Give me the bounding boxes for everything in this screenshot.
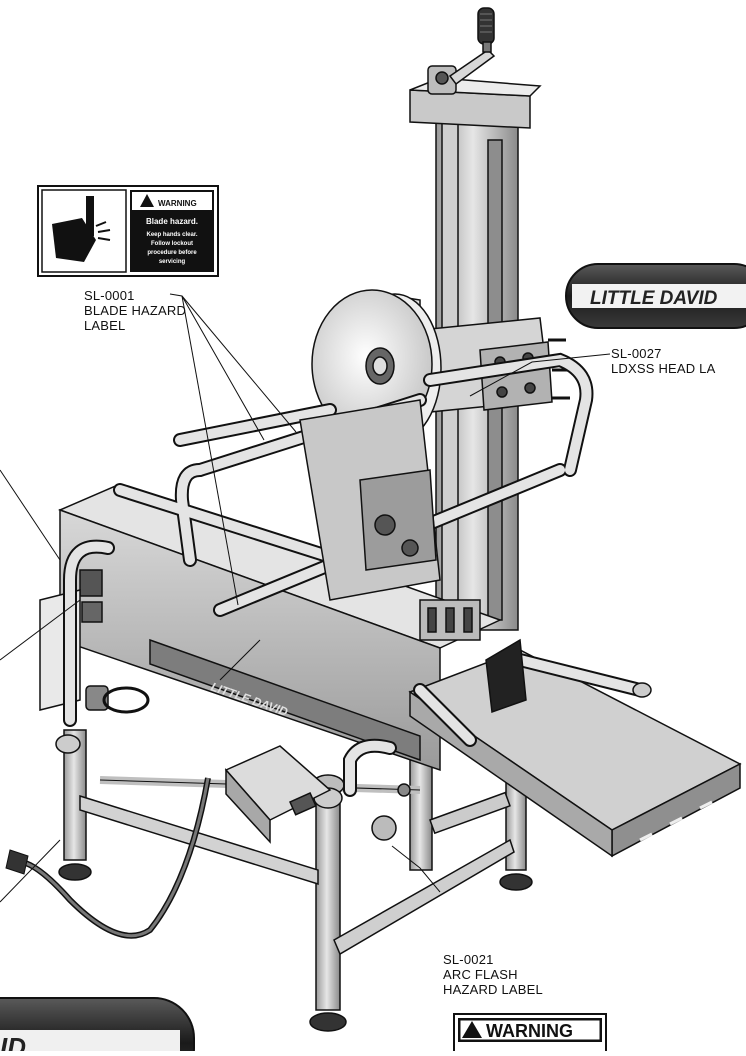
small-warning-line4: servicing — [159, 259, 186, 265]
badge-fragment-text: ID — [0, 1032, 26, 1051]
callout-sl0001-line1: BLADE HAZARD — [84, 303, 187, 318]
callout-sl0001: SL-0001 BLADE HAZARD LABEL — [84, 288, 186, 333]
callout-sl0027-line1: LDXSS HEAD LA — [611, 361, 716, 376]
power-plug — [5, 849, 29, 875]
small-warning-line3: procedure before — [147, 250, 197, 256]
applicator-head — [299, 399, 527, 714]
conveyor-body: LITTLE DAVID — [39, 483, 502, 772]
cable-coil — [102, 686, 150, 714]
callout-sl0027-part: SL-0027 — [611, 346, 662, 361]
machine-frame — [58, 719, 533, 1032]
blade-hazard-warning-label: WARNING Blade hazard. Keep hands clear. … — [37, 185, 219, 277]
arc-flash-warning-label: WARNING — [453, 1013, 607, 1055]
callout-sl0021: SL-0021 ARC FLASH HAZARD LABEL — [443, 952, 543, 997]
callout-sl0001-line2: LABEL — [84, 318, 126, 333]
badge-brand-text: LITTLE DAVID — [590, 288, 718, 309]
leader-lines — [0, 293, 611, 903]
little-david-badge: LITTLE DAVID — [565, 263, 746, 329]
small-warning-line1: Keep hands clear. — [146, 232, 197, 238]
large-warning-header: WARNING — [486, 1021, 573, 1041]
warning-triangle-icon-large — [462, 1021, 482, 1038]
crank-handle — [427, 7, 496, 95]
small-warning-header: WARNING — [158, 199, 197, 208]
hand-blade-icon — [52, 196, 111, 262]
callout-sl0021-part: SL-0021 — [443, 952, 494, 967]
callout-sl0021-line1: ARC FLASH — [443, 967, 518, 982]
warning-triangle-icon — [140, 194, 154, 207]
control-box — [224, 745, 411, 844]
brand-badge-fragment: ID — [0, 997, 195, 1056]
small-warning-line2: Follow lockout — [151, 241, 193, 247]
power-cable — [21, 777, 211, 939]
callout-sl0021-line2: HAZARD LABEL — [443, 982, 543, 997]
callout-sl0001-part: SL-0001 — [84, 288, 135, 303]
small-warning-title: Blade hazard. — [146, 217, 198, 226]
callout-sl0027: SL-0027 LDXSS HEAD LA — [611, 346, 715, 376]
